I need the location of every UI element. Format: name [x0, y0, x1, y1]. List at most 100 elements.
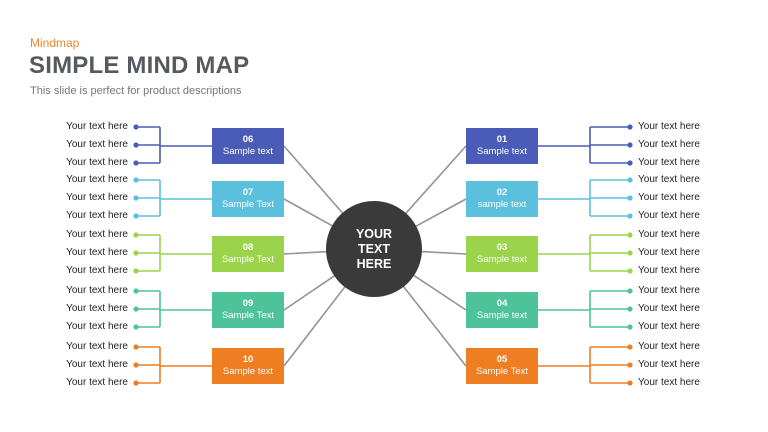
- leaf-text: Your text here: [638, 285, 700, 296]
- slide-subtitle: This slide is perfect for product descri…: [30, 85, 242, 97]
- leaf-text: Your text here: [638, 377, 700, 388]
- node-number: 07: [242, 187, 254, 198]
- slide-title: SIMPLE MIND MAP: [29, 52, 250, 79]
- connector-08: [283, 250, 327, 255]
- leaf-text: Your text here: [66, 210, 128, 221]
- leaf-dot-05-1: [627, 362, 633, 368]
- node-number: 09: [242, 298, 254, 309]
- leaf-dot-10-2: [133, 380, 139, 386]
- leaf-dot-03-1: [627, 250, 633, 256]
- leaf-dot-08-1: [133, 250, 139, 256]
- center-circle: [326, 201, 422, 297]
- leaf-text: Your text here: [638, 321, 700, 332]
- connector-lines: [133, 124, 633, 386]
- leaf-dot-06-0: [133, 124, 139, 130]
- leaf-text: Your text here: [638, 174, 700, 185]
- leaf-dot-03-0: [627, 232, 633, 238]
- leaf-dot-09-0: [133, 288, 139, 294]
- leaf-dot-01-2: [627, 160, 633, 166]
- node-number: 06: [242, 134, 254, 145]
- leaf-text: Your text here: [638, 359, 700, 370]
- leaf-text: Your text here: [66, 139, 128, 150]
- node-label: sample text: [477, 199, 527, 210]
- node-number: 08: [242, 242, 254, 253]
- leaf-text: Your text here: [638, 265, 700, 276]
- leaf-dot-02-0: [627, 177, 633, 183]
- leaf-text: Your text here: [66, 303, 128, 314]
- connector-04: [413, 274, 467, 311]
- node-number: 05: [496, 354, 508, 365]
- leaf-dot-07-1: [133, 195, 139, 201]
- node-label: Sample text: [476, 146, 528, 157]
- leaf-dot-09-2: [133, 324, 139, 330]
- leaf-dot-04-1: [627, 306, 633, 312]
- leaf-dot-09-1: [133, 306, 139, 312]
- leaf-dot-06-2: [133, 160, 139, 166]
- leaf-text: Your text here: [638, 210, 700, 221]
- leaf-text: Your text here: [638, 157, 700, 168]
- leaf-dot-06-1: [133, 142, 139, 148]
- leaf-text: Your text here: [66, 321, 128, 332]
- leaf-dot-10-1: [133, 362, 139, 368]
- node-label: Sample Text: [221, 310, 275, 321]
- node-label: Sample text: [476, 254, 528, 265]
- leaf-text: Your text here: [66, 377, 128, 388]
- leaf-dot-02-1: [627, 195, 633, 201]
- connector-01: [405, 145, 467, 214]
- leaf-dot-04-0: [627, 288, 633, 294]
- connector-06: [283, 145, 344, 214]
- leaf-text: Your text here: [638, 121, 700, 132]
- leaf-dot-07-0: [133, 177, 139, 183]
- node-number: 03: [496, 242, 508, 253]
- leaf-dot-04-2: [627, 324, 633, 330]
- node-number: 01: [496, 134, 508, 145]
- slide-kicker: Mindmap: [30, 36, 80, 50]
- node-label: Sample text: [222, 366, 274, 377]
- leaf-dot-10-0: [133, 344, 139, 350]
- leaf-text: Your text here: [66, 192, 128, 203]
- center-label: YOUR TEXT HERE: [355, 226, 393, 271]
- node-label: Sample Text: [221, 199, 275, 210]
- leaf-text: Your text here: [638, 341, 700, 352]
- node-number: 10: [242, 354, 254, 365]
- connector-05: [403, 286, 467, 367]
- leaf-text: Your text here: [66, 229, 128, 240]
- leaf-text: Your text here: [638, 247, 700, 258]
- leaf-dot-02-2: [627, 213, 633, 219]
- leaf-text: Your text here: [66, 341, 128, 352]
- connector-07: [283, 198, 333, 227]
- leaf-dot-03-2: [627, 268, 633, 274]
- leaf-dot-05-0: [627, 344, 633, 350]
- connector-10: [283, 286, 346, 367]
- leaf-text: Your text here: [638, 139, 700, 150]
- leaf-text: Your text here: [66, 265, 128, 276]
- node-label: Sample Text: [475, 366, 529, 377]
- leaf-text: Your text here: [638, 229, 700, 240]
- leaf-dot-01-0: [627, 124, 633, 130]
- node-number: 04: [496, 298, 508, 309]
- leaf-dot-07-2: [133, 213, 139, 219]
- leaf-text: Your text here: [66, 157, 128, 168]
- connector-03: [421, 250, 467, 255]
- connector-02: [415, 198, 467, 227]
- leaf-dot-08-0: [133, 232, 139, 238]
- leaf-text: Your text here: [66, 359, 128, 370]
- node-label: Sample Text: [221, 254, 275, 265]
- leaf-text: Your text here: [66, 247, 128, 258]
- leaf-text: Your text here: [638, 192, 700, 203]
- leaf-text: Your text here: [66, 285, 128, 296]
- leaf-dot-01-1: [627, 142, 633, 148]
- connector-09: [283, 275, 335, 311]
- leaf-dot-08-2: [133, 268, 139, 274]
- leaf-dot-05-2: [627, 380, 633, 386]
